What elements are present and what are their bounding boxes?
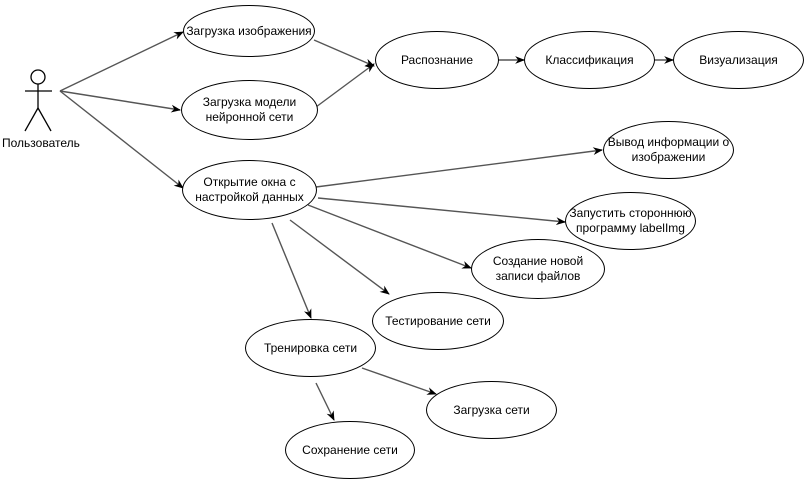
use-case-upload-image[interactable]: Загрузка изображения (183, 5, 315, 57)
use-case-label: Загрузка модели нейронной сети (202, 95, 297, 124)
use-case-save-network[interactable]: Сохранение сети (285, 421, 415, 479)
edge-settings-train-network (271, 222, 312, 319)
use-case-create-record[interactable]: Создание новой записи файлов (471, 239, 605, 299)
use-case-label: Вывод информации о изображении (607, 135, 730, 164)
edge-train-save-network (315, 382, 335, 421)
use-case-label: Запустить стороннюю программу labelImg (569, 206, 692, 235)
use-case-label: Открытие окна с настройкой данных (195, 175, 304, 204)
edge-settings-test-network (289, 219, 390, 295)
edge-train-load-network (361, 367, 437, 395)
use-case-label: Визуализация (699, 52, 778, 67)
use-case-label: Распознание (400, 52, 474, 67)
use-case-classification[interactable]: Классификация (524, 31, 655, 89)
actor-label: Пользователь (2, 136, 80, 150)
edge-settings-create-record (307, 204, 472, 269)
use-case-label: Тренировка сети (263, 340, 358, 355)
use-case-image-info[interactable]: Вывод информации о изображении (603, 121, 734, 179)
use-case-recognition[interactable]: Распознание (375, 31, 499, 89)
use-case-label: Загрузка сети (453, 402, 530, 417)
edge-upload-model-recognition (315, 63, 375, 108)
edge-settings-labelimg (317, 197, 566, 226)
use-case-load-network[interactable]: Загрузка сети (426, 381, 557, 439)
use-case-visualization[interactable]: Визуализация (673, 31, 804, 89)
use-case-label: Загрузка изображения (186, 23, 312, 38)
use-case-upload-model[interactable]: Загрузка модели нейронной сети (181, 80, 318, 140)
use-case-run-labelimg[interactable]: Запустить стороннюю программу labelImg (565, 192, 696, 250)
use-case-train-network[interactable]: Тренировка сети (245, 319, 376, 377)
edge-settings-image-info (315, 147, 603, 188)
use-case-open-settings[interactable]: Открытие окна с настройкой данных (182, 160, 317, 220)
edge-upload-image-recognition (313, 39, 375, 67)
actor-figure (24, 69, 52, 132)
edge-actor-open-settings (59, 90, 184, 189)
use-case-label: Сохранение сети (302, 442, 398, 457)
edge-actor-upload-model (59, 90, 181, 113)
use-case-label: Создание новой записи файлов (492, 254, 584, 283)
use-case-label: Классификация (545, 52, 634, 67)
edge-actor-upload-image (59, 31, 184, 92)
use-case-label: Тестирование сети (385, 313, 491, 328)
use-case-test-network[interactable]: Тестирование сети (372, 292, 504, 350)
